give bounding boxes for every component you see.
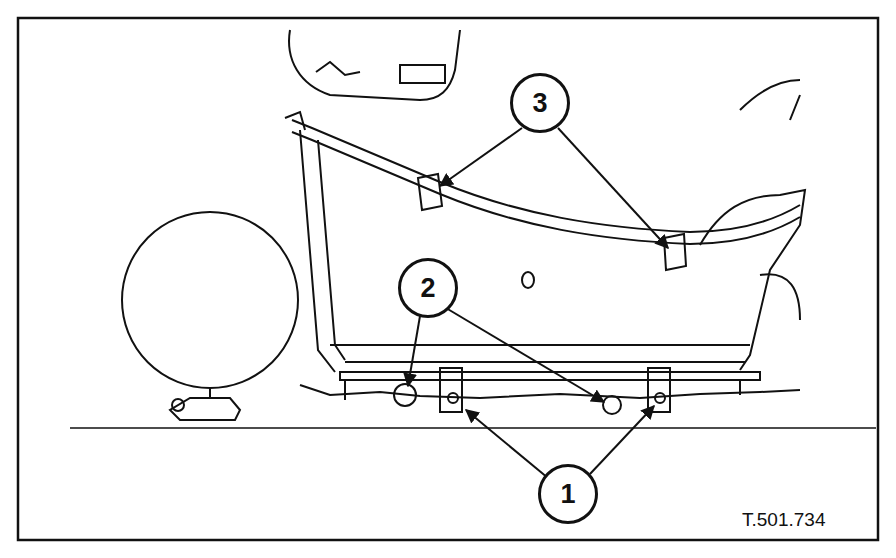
callout-circle: 3 bbox=[510, 73, 570, 133]
callout-number: 1 bbox=[560, 481, 575, 508]
callout-circle: 1 bbox=[538, 464, 598, 524]
callout-number: 3 bbox=[532, 90, 547, 117]
callout-number: 2 bbox=[420, 275, 435, 302]
figure-reference: T.501.734 bbox=[740, 509, 827, 531]
callout-circle: 2 bbox=[398, 258, 458, 318]
